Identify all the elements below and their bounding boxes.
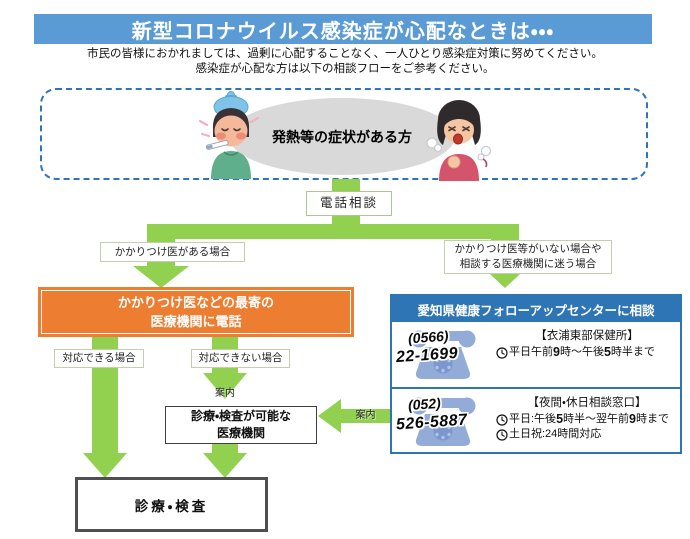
daytime-phone-block: (0566) 22-1699 [394, 325, 500, 383]
followup-center-header: 愛知県健康フォローアップセンターに相談 [392, 296, 680, 322]
clock-icon [496, 346, 508, 359]
daytime-office-name: 【衣浦東部保健所】 [535, 330, 639, 342]
coughing-person-illustration [426, 100, 492, 181]
guide-label-left: 案内 [355, 410, 376, 421]
cannot-handle-label-box: 対応できない場合 [191, 349, 290, 368]
subtitle-line-1: 市民の皆様におかれましては、過剰に心配することなく、一人ひとり感染症対策に努めて… [87, 48, 603, 60]
phone-consult-box: 電話相談 [306, 191, 392, 216]
night-hours-holiday: 土日祝:24時間対応 [496, 427, 678, 442]
section-divider [392, 387, 680, 389]
final-treatment-box: 診療・検査 [75, 477, 268, 532]
call-family-doctor-box: かかりつけ医などの最寄の 医療機関に電話 [38, 287, 354, 337]
arrow-clinic-to-final [203, 443, 247, 478]
night-phone-area: (052) [407, 394, 442, 414]
left-branch-label-box: かかりつけ医がある場合 [100, 242, 245, 262]
branch-horizontal-bar [147, 224, 519, 239]
daytime-phone-area: (0566) [407, 327, 449, 347]
followup-center-panel: 愛知県健康フォローアップセンターに相談 (0566) 22-169 [390, 294, 682, 454]
fever-person-illustration [198, 91, 260, 179]
phone-consult-label: 電話相談 [319, 196, 378, 210]
night-phone-block: (052) 526-5887 [394, 392, 500, 450]
guide-label-down: 案内 [215, 388, 235, 399]
phone-icon [410, 330, 476, 379]
right-branch-label-box: かかりつけ医等がいない場合や 相談する医療機関に迷う場合 [444, 240, 612, 274]
clinic-capable-box: 診療・検査が可能な 医療機関 [165, 406, 317, 444]
clock-icon [496, 413, 508, 426]
clock-icon [496, 428, 508, 441]
symptom-label: 発熱等の症状がある方 [272, 128, 412, 145]
symptom-ellipse: 発熱等の症状がある方 [229, 98, 455, 175]
can-handle-label-box: 対応できる場合 [54, 349, 144, 368]
subtitle-line-2: 感染症が心配な方は以下の相談フローをご参考ください。 [195, 63, 495, 75]
page-title: 新型コロナウイルス感染症が心配なときは・・・ [34, 14, 652, 44]
night-office-name: 【夜間・休日相談窓口】 [527, 397, 647, 409]
subtitle: 市民の皆様におかれましては、過剰に心配することなく、一人ひとり感染症対策に努めて… [0, 47, 690, 77]
phone-icon [410, 397, 476, 446]
